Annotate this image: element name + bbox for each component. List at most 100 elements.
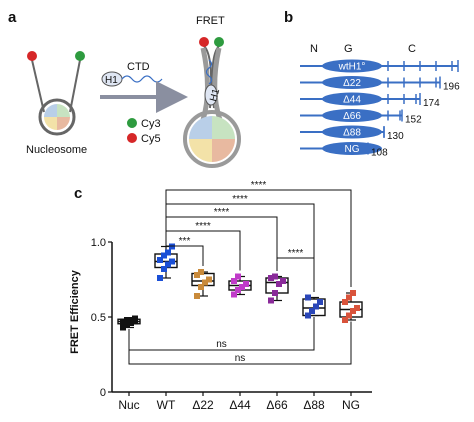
construct-length: 174 [423,98,440,109]
data-point [165,261,171,268]
dna-wrap [38,98,76,136]
x-tick-label: Δ66 [266,398,288,412]
histone-quadrant [44,117,57,130]
construct-row: wtH1° [300,59,459,73]
dna-arm-right [69,59,81,113]
h1-bound-nucleosome [183,37,241,168]
data-point [268,297,274,304]
significance-bracket: *** [165,236,204,266]
domain-c-label: C [408,43,416,55]
data-point [132,315,138,322]
significance-label: **** [288,248,304,259]
data-point [161,252,167,259]
data-point [239,284,245,290]
construct-name: wtH1° [338,62,366,73]
data-point [202,279,208,286]
x-tick-label: NG [342,398,360,412]
data-point [124,321,130,328]
construct-name: Δ66 [343,111,361,122]
data-point [169,258,175,265]
data-point [194,293,200,299]
bracket-line [165,189,352,287]
data-point [235,287,241,293]
significance-bracket: ns [128,321,352,365]
construct-row: Δ44 174 [300,92,440,109]
panel-c-label: c [74,185,82,202]
data-point [157,275,163,281]
data-point [268,275,274,281]
data-point [165,249,171,256]
data-point [231,278,237,284]
construct-name: Δ22 [343,78,361,89]
histone-quadrant [57,117,70,130]
box-Δ66 [265,273,289,304]
construct-name: Δ44 [343,95,361,106]
bracket-line [276,257,315,292]
bracket-line [165,216,278,271]
x-tick-label: Δ22 [192,398,214,412]
construct-length: 130 [387,131,404,142]
data-point [243,281,249,287]
data-point [342,317,348,323]
globular-domain [322,142,382,155]
data-point [346,312,352,319]
data-point [342,299,348,305]
h1-label: H1 [105,75,118,86]
domain-g-label: G [344,43,353,55]
bracket-line [165,230,241,271]
y-tick-label: 1.0 [91,237,106,249]
box-Δ88 [302,294,326,319]
cy5-legend-label: Cy5 [141,133,161,145]
globular-domain [322,59,382,73]
cy3-legend-dot [127,118,137,128]
data-point [120,324,126,331]
globular-domain [322,76,382,89]
box-WT [154,243,178,281]
x-tick-label: WT [157,398,176,412]
construct-length: 108 [371,148,388,159]
data-point [206,276,212,283]
globular-domain [322,109,382,122]
data-point [231,291,237,298]
significance-bracket: **** [165,221,241,271]
cy5-dye [27,51,37,61]
significance-label: ns [216,339,227,350]
data-point [272,273,278,280]
significance-bracket: ns [128,317,315,351]
dna-arm-left [31,59,45,113]
construct-row: NG 108 [300,142,388,159]
data-point [272,290,278,296]
cy5-legend-dot [127,133,137,143]
data-point [124,317,130,323]
significance-bracket: **** [276,248,315,292]
construct-length: 196 [443,82,460,93]
significance-bracket: **** [165,180,352,287]
y-axis-label: FRET Efficiency [69,269,81,354]
construct-row: Δ22 196 [300,76,460,93]
data-point [350,290,356,296]
construct-name: Δ88 [343,128,361,139]
construct-name: NG [345,144,360,155]
y-tick-label: 0.5 [91,312,106,324]
data-point [198,269,204,275]
h1-bound-label: H1 [208,87,222,103]
box-Δ22 [191,269,215,299]
x-tick-label: Nuc [118,398,139,412]
histone-quadrant [57,104,70,117]
fret-label: FRET [196,15,225,27]
data-point [350,308,356,314]
box-Nuc [117,315,141,331]
data-point [161,266,167,272]
data-point [280,278,286,284]
data-point [276,281,282,287]
globular-domain [322,92,382,106]
globular-domain [322,125,382,139]
h1-protein [101,71,163,87]
significance-label: ns [235,353,246,364]
ctd-label: CTD [127,61,150,73]
dye-legend: Cy3 Cy5 [127,118,161,145]
histone-quadrant [44,104,57,117]
